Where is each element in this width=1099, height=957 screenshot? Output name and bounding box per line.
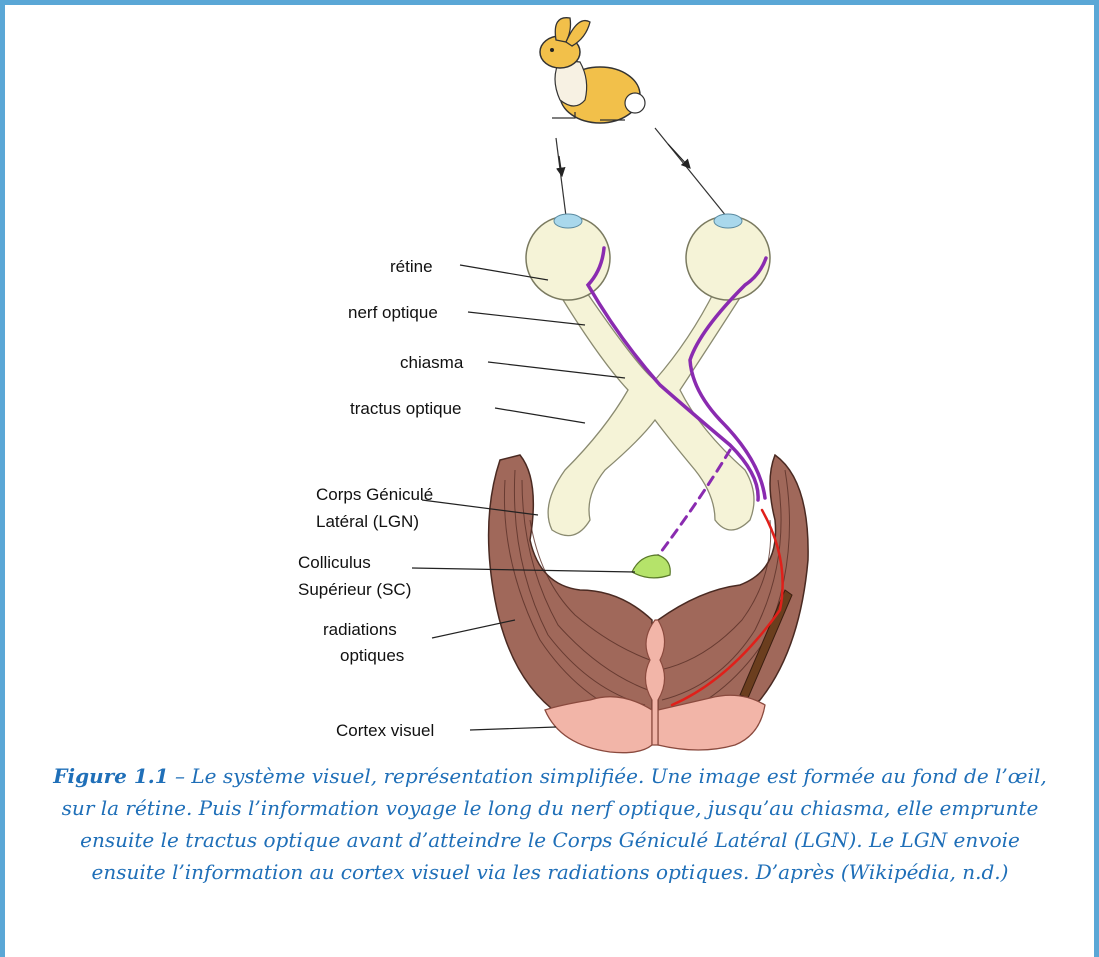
label-sc-line2: Supérieur (SC) <box>298 580 411 599</box>
label-radiations-line2: optiques <box>340 646 404 665</box>
label-tractus-optique: tractus optique <box>350 399 462 418</box>
label-cortex-visuel: Cortex visuel <box>336 721 434 740</box>
label-retine: rétine <box>390 257 433 276</box>
left-eye <box>526 214 610 300</box>
right-eye <box>686 214 770 300</box>
figure-number: Figure 1.1 <box>53 764 168 788</box>
rabbit-illustration <box>540 18 645 123</box>
label-nerf-optique: nerf optique <box>348 303 438 322</box>
superior-colliculus <box>632 555 670 578</box>
figure-caption-text: – Le système visuel, représentation simp… <box>62 764 1047 884</box>
figure-caption: Figure 1.1 – Le système visuel, représen… <box>40 760 1060 888</box>
label-sc-line1: Colliculus <box>298 553 371 572</box>
label-radiations-line1: radiations <box>323 620 397 639</box>
label-chiasma: chiasma <box>400 353 464 372</box>
label-lgn-line2: Latéral (LGN) <box>316 512 419 531</box>
label-lgn-line1: Corps Géniculé <box>316 485 433 504</box>
